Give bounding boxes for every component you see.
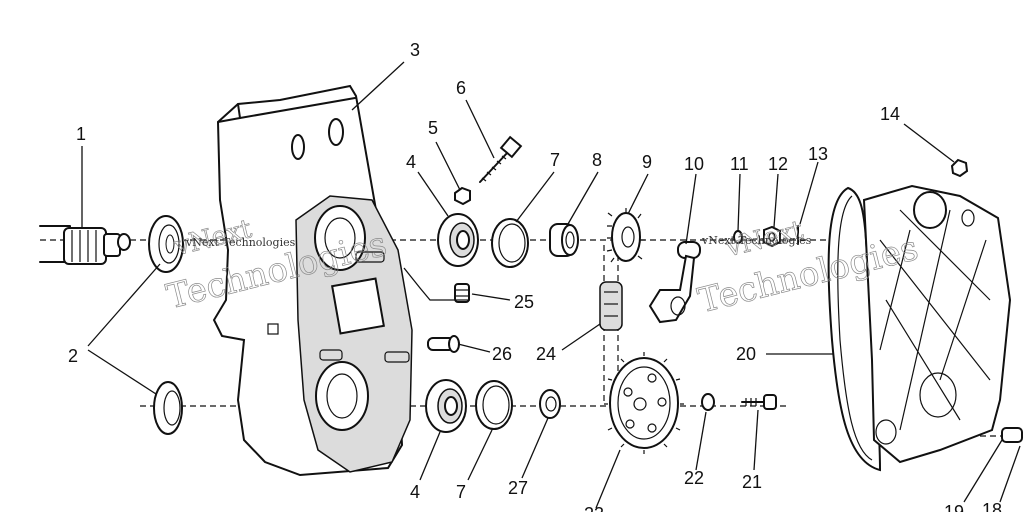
callout-10: 10	[684, 154, 704, 174]
callout-5: 5	[428, 118, 438, 138]
callout-labels: 1 2 3 4 5 6 7 8 9 10 11 12 13 14 20 25 2…	[68, 40, 1002, 512]
watermark-line-left: vNext Technologies	[185, 236, 296, 249]
part-washer-22	[701, 393, 715, 411]
part-spacer-ring-lower	[475, 380, 513, 430]
part-tensioner-nut	[763, 225, 781, 248]
callout-14: 14	[880, 104, 900, 124]
part-drive-chain	[599, 281, 623, 331]
part-spacer	[539, 389, 561, 419]
part-chaincase-housing	[212, 84, 413, 477]
callout-7-lower: 7	[456, 482, 466, 502]
part-chain-tensioner	[648, 241, 701, 324]
callout-4-lower: 4	[410, 482, 420, 502]
part-driven-sprocket	[604, 352, 684, 454]
callout-22: 22	[684, 468, 704, 488]
part-input-shaft	[39, 225, 131, 265]
part-set-screw	[454, 283, 470, 303]
callout-11: 11	[730, 154, 749, 174]
part-dowel-pin	[427, 335, 460, 353]
callout-7-upper: 7	[550, 150, 560, 170]
part-oil-seal-upper	[148, 215, 184, 273]
part-adjuster-bolt	[479, 135, 523, 183]
callout-2: 2	[68, 346, 78, 366]
callout-8: 8	[592, 150, 602, 170]
callout-4-upper: 4	[406, 152, 416, 172]
callout-19: 19	[944, 502, 964, 512]
leader-lines	[81, 61, 1021, 509]
callout-13: 13	[808, 144, 828, 164]
part-nut	[454, 186, 471, 206]
callout-6: 6	[456, 78, 466, 98]
callout-24: 24	[536, 344, 556, 364]
part-bearing-lower	[425, 379, 467, 433]
part-drive-sprocket	[606, 208, 645, 263]
part-spacer-ring-upper	[491, 218, 529, 268]
callout-23: 23	[584, 504, 604, 512]
part-oil-seal-lower	[153, 381, 183, 435]
part-bearing-upper	[437, 213, 479, 267]
callout-25: 25	[514, 292, 534, 312]
callout-9: 9	[642, 152, 652, 172]
callout-3: 3	[410, 40, 420, 60]
callout-26: 26	[492, 344, 512, 364]
watermark-line-right: vNext Technologies	[701, 234, 812, 247]
callout-12: 12	[768, 154, 788, 174]
callout-1: 1	[76, 124, 86, 144]
callout-21: 21	[742, 472, 762, 492]
part-sprocket-bolt	[741, 394, 777, 410]
callout-18: 18	[982, 500, 1002, 512]
part-cover-bolt	[1001, 427, 1023, 443]
part-bushing	[549, 223, 579, 257]
part-chaincase-cover	[862, 184, 1012, 464]
callout-20: 20	[736, 344, 756, 364]
part-cap-nut	[950, 158, 969, 178]
callout-27: 27	[508, 478, 528, 498]
